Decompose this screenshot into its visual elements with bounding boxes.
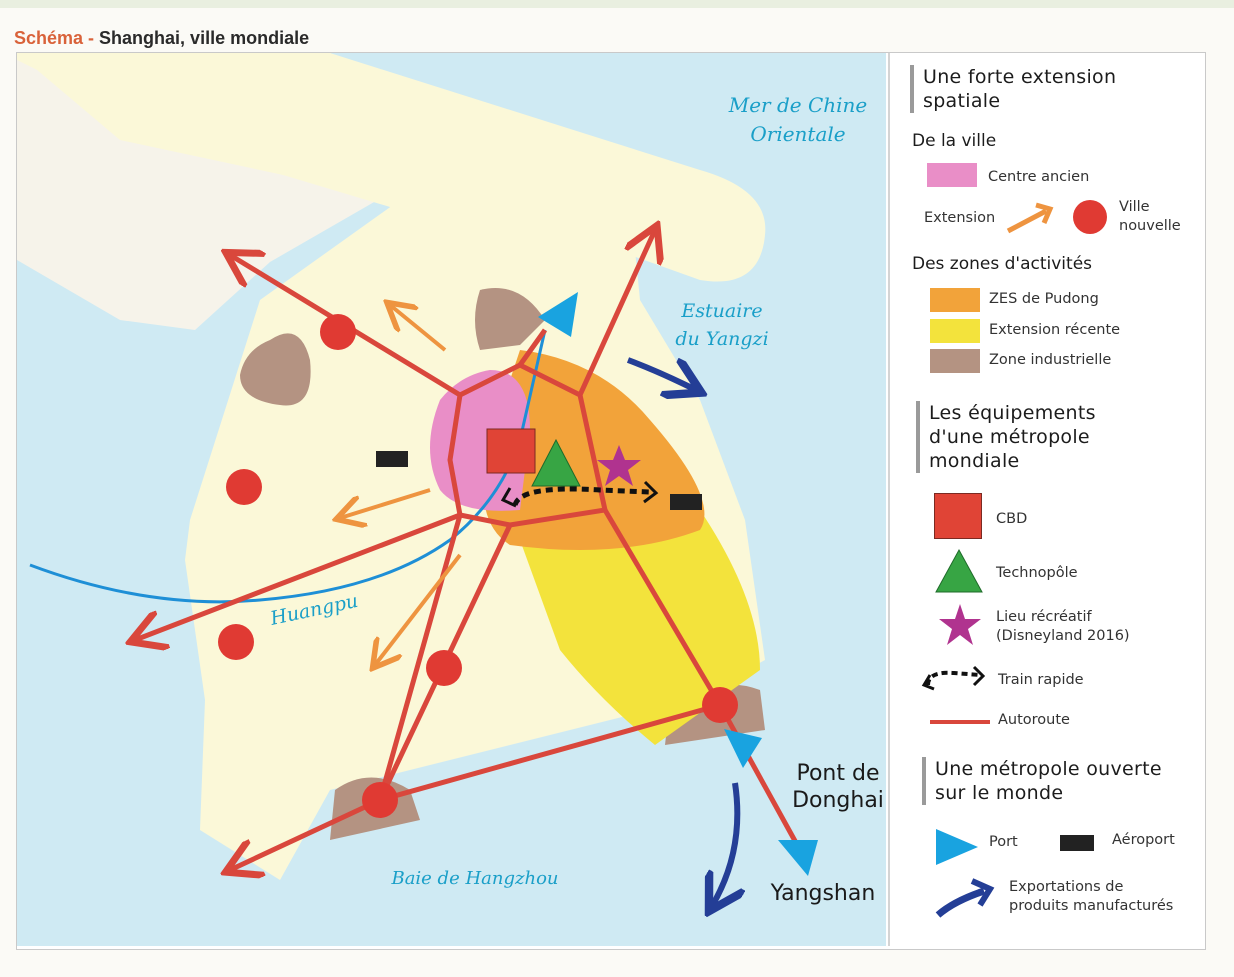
industrial-zone-west bbox=[240, 333, 311, 406]
port-icon bbox=[936, 829, 978, 865]
bay-label: Baie de Hangzhou bbox=[390, 868, 558, 889]
airport-swatch bbox=[1060, 835, 1094, 851]
legend-exports-line1: Exportations de bbox=[1009, 879, 1124, 895]
port-donghai bbox=[724, 729, 762, 768]
legend-exports-line2: produits manufacturés bbox=[1009, 898, 1174, 914]
legend-port: Port bbox=[989, 834, 1018, 850]
new-town-icon bbox=[1073, 200, 1107, 234]
legend-panel: Une forte extension spatiale De la ville… bbox=[888, 53, 1204, 946]
legend-section3-line1: Une métropole ouverte bbox=[935, 758, 1162, 780]
legend-section-equipment: Les équipements d'une métropole mondiale bbox=[916, 401, 1096, 473]
estuary-label-line1: Estuaire bbox=[680, 300, 762, 322]
extension-arrows bbox=[340, 305, 462, 665]
legend-new-town-line1: Ville bbox=[1119, 199, 1150, 215]
heading-label: Schéma bbox=[14, 28, 84, 48]
technopole-marker bbox=[531, 438, 581, 487]
legend-section1-line1: Une forte extension bbox=[923, 66, 1117, 88]
leisure-marker bbox=[597, 445, 641, 486]
legend-new-town-line2: nouvelle bbox=[1119, 218, 1181, 234]
airport-hongqiao bbox=[376, 451, 408, 467]
highway-network bbox=[135, 230, 803, 870]
legend-industrial: Zone industrielle bbox=[989, 352, 1112, 368]
top-bar bbox=[0, 0, 1234, 8]
legend-section3-line2: sur le monde bbox=[935, 782, 1064, 804]
legend-section2-line1: Les équipements bbox=[929, 402, 1096, 424]
legend-highway: Autoroute bbox=[998, 712, 1070, 728]
heading-separator: - bbox=[83, 28, 100, 48]
legend-leisure-line2: (Disneyland 2016) bbox=[996, 628, 1130, 644]
leisure-icon bbox=[939, 604, 981, 645]
legend-zones-title: Des zones d'activités bbox=[912, 254, 1093, 274]
legend-exports: Exportations de produits manufacturés bbox=[1009, 878, 1173, 916]
recent-swatch bbox=[930, 319, 980, 343]
legend-section-extension: Une forte extension spatiale bbox=[910, 65, 1116, 113]
sea-label-line2: Orientale bbox=[750, 122, 845, 146]
export-arrow-south bbox=[712, 782, 737, 906]
port-waigaoqiao bbox=[538, 292, 578, 337]
legend-new-town: Ville nouvelle bbox=[1119, 198, 1181, 236]
legend-leisure-line1: Lieu récréatif bbox=[996, 609, 1092, 625]
industrial-swatch bbox=[930, 349, 980, 373]
legend-city-title: De la ville bbox=[912, 131, 997, 151]
legend-recent: Extension récente bbox=[989, 322, 1121, 338]
page-title: Schéma - Shanghai, ville mondiale bbox=[14, 28, 309, 49]
train-icon bbox=[921, 665, 986, 691]
legend-train: Train rapide bbox=[998, 672, 1084, 688]
port-yangshan bbox=[778, 840, 818, 876]
bridge-label-line1: Pont de bbox=[796, 761, 879, 786]
legend-leisure: Lieu récréatif (Disneyland 2016) bbox=[996, 608, 1130, 646]
legend-section2-line3: mondiale bbox=[929, 450, 1020, 472]
cbd-marker bbox=[486, 428, 536, 474]
new-towns bbox=[218, 314, 738, 818]
rapid-train-arrow-right bbox=[643, 480, 659, 504]
industrial-zone-north bbox=[475, 288, 545, 350]
airport-pudong bbox=[670, 494, 702, 510]
estuary-label-line2: du Yangzi bbox=[675, 328, 768, 350]
heading-title: Shanghai, ville mondiale bbox=[99, 28, 310, 48]
extension-arrow-icon bbox=[1006, 202, 1054, 234]
legend-section2-line2: d'une métropole bbox=[929, 426, 1090, 448]
rapid-train-arrow-left bbox=[500, 487, 517, 508]
legend-old-center: Centre ancien bbox=[988, 169, 1090, 185]
port-label: Yangshan bbox=[770, 881, 876, 906]
rapid-train-line bbox=[512, 486, 651, 507]
land-north bbox=[17, 53, 640, 310]
legend-cbd: CBD bbox=[996, 511, 1028, 527]
technopole-icon bbox=[935, 548, 983, 593]
legend-extension: Extension bbox=[924, 210, 996, 226]
legend-technopole: Technopôle bbox=[996, 565, 1078, 581]
recent-extension-zone bbox=[520, 510, 760, 745]
highway-swatch bbox=[930, 720, 990, 724]
huangpu-river bbox=[29, 329, 547, 604]
zes-swatch bbox=[930, 288, 980, 312]
old-center-swatch bbox=[927, 163, 977, 187]
export-arrow-icon bbox=[935, 878, 995, 918]
export-arrow-estuary bbox=[626, 357, 696, 390]
legend-airport: Aéroport bbox=[1112, 832, 1175, 848]
legend-section1-line2: spatiale bbox=[923, 90, 1001, 112]
legend-zes: ZES de Pudong bbox=[989, 291, 1099, 307]
legend-section-open: Une métropole ouverte sur le monde bbox=[922, 757, 1162, 805]
cbd-swatch bbox=[934, 493, 982, 539]
sea-label-line1: Mer de Chine bbox=[728, 93, 868, 117]
bridge-label-line2: Donghai bbox=[792, 788, 884, 813]
